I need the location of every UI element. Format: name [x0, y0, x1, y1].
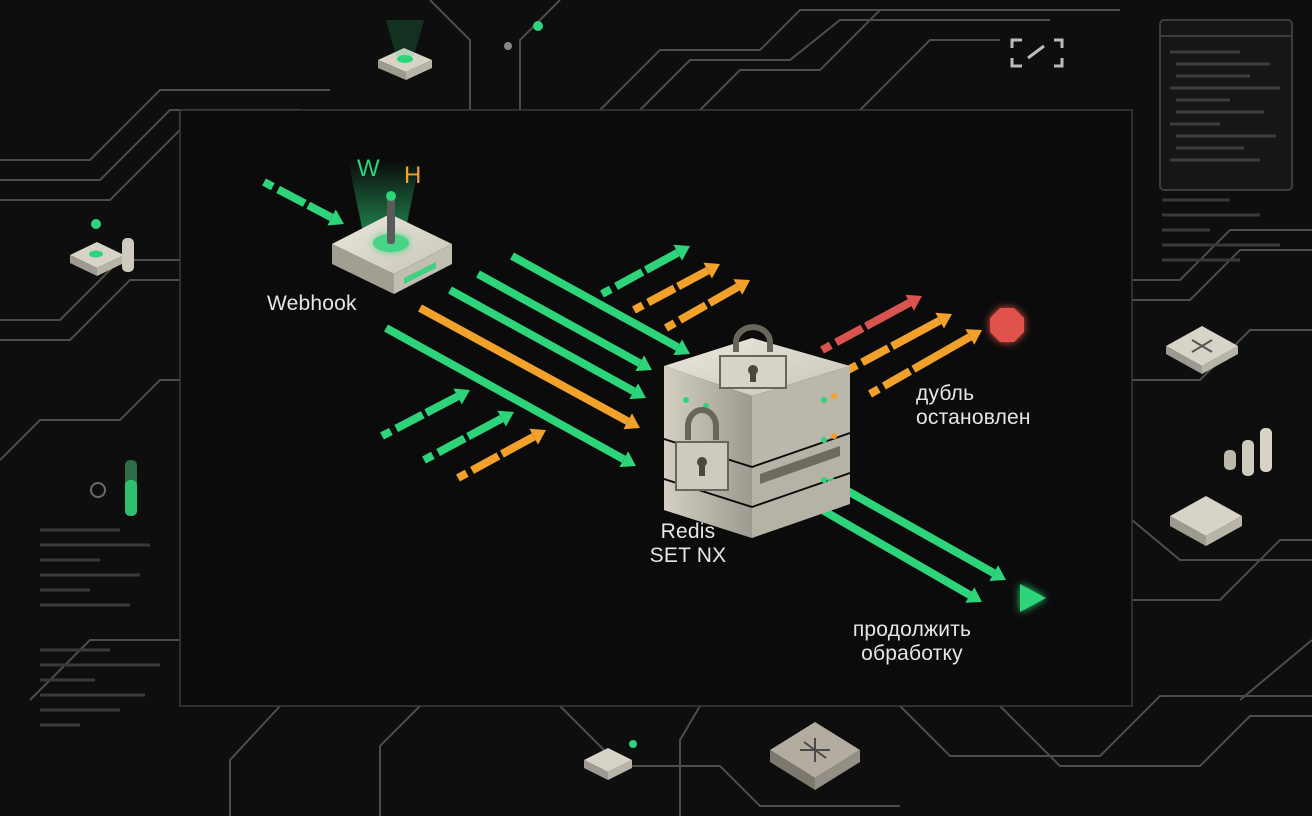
- duplicate-label-line2: остановлен: [916, 406, 1031, 429]
- arrow-icon: [632, 262, 720, 314]
- bg-cylinders-right: [1224, 428, 1272, 476]
- bg-device-right-1: [1166, 326, 1238, 374]
- padlock-icon: [719, 324, 787, 389]
- background-devices: [40, 19, 1293, 790]
- padlock-icon: [675, 407, 729, 491]
- continue-processing-label: продолжить обработку: [832, 618, 992, 666]
- bg-code-lines-left: [40, 528, 160, 727]
- arrow-icon: [600, 244, 690, 298]
- bg-code-lines-right: [1162, 198, 1280, 262]
- bg-dot: [533, 21, 543, 31]
- webhook-glyph-h: H: [404, 162, 421, 189]
- arrows-layer: [262, 178, 1006, 603]
- webhook-device-icon: [332, 160, 452, 294]
- arrow-icon: [380, 388, 470, 440]
- bg-code-window: [1159, 19, 1293, 191]
- arrow-icon: [384, 324, 636, 468]
- arrow-icon: [796, 492, 982, 603]
- arrow-icon: [448, 286, 646, 400]
- redis-label-line2: SET NX: [649, 544, 727, 567]
- continue-label-line1: продолжить: [852, 618, 972, 641]
- duplicate-stopped-label: дубль остановлен: [916, 382, 1031, 430]
- bg-device-top: [378, 20, 432, 80]
- bg-device-right-2: [1170, 496, 1242, 546]
- arrow-icon: [476, 270, 652, 372]
- arrow-icon: [868, 329, 982, 398]
- arrow-icon: [418, 304, 640, 430]
- duplicate-label-line1: дубль: [916, 382, 975, 405]
- stop-octagon-icon: [990, 308, 1024, 342]
- arrow-icon: [820, 294, 922, 354]
- bg-bracket-icon: [1010, 38, 1064, 68]
- play-triangle-icon: [1020, 584, 1046, 612]
- webhook-glyph-w: W: [357, 155, 380, 182]
- main-panel: [179, 109, 1133, 707]
- arrow-icon: [846, 312, 952, 374]
- arrow-icon: [664, 279, 750, 332]
- continue-label-line2: обработку: [861, 642, 963, 665]
- bg-device-left: [70, 219, 134, 276]
- arrow-icon: [826, 476, 1006, 581]
- webhook-label: Webhook: [267, 292, 357, 315]
- bg-device-bottom-2: [770, 722, 860, 790]
- bg-cylinder-left: [90, 460, 137, 516]
- redis-label-line1: Redis: [660, 520, 716, 543]
- arrow-icon: [510, 252, 690, 356]
- arrow-icon: [422, 410, 514, 464]
- arrow-icon: [456, 428, 546, 482]
- bg-dot: [504, 42, 512, 50]
- bg-device-bottom-1: [584, 740, 637, 780]
- arrow-icon: [262, 178, 344, 226]
- redis-label: Redis SET NX: [638, 520, 738, 568]
